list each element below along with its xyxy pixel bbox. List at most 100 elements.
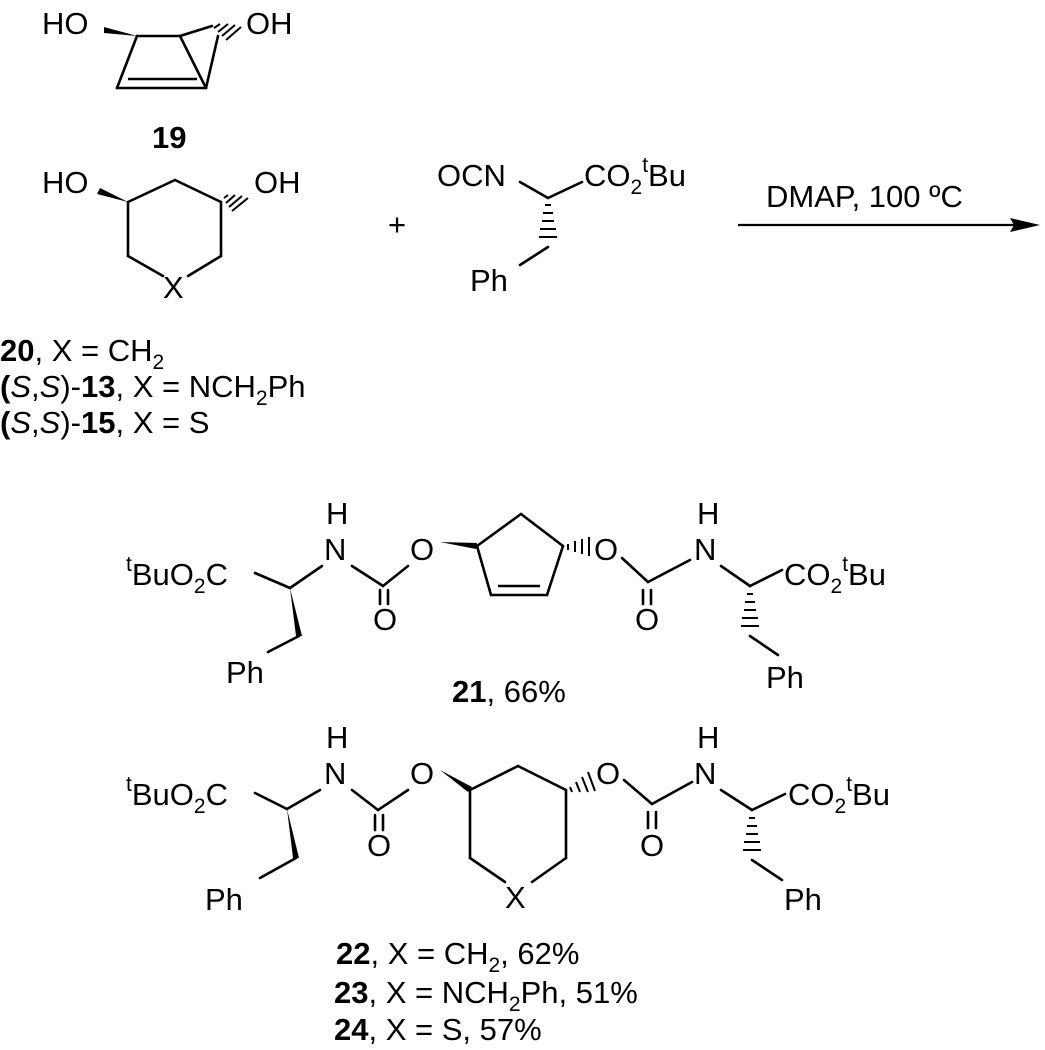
compound-20-structure: HO OH X xyxy=(42,165,301,305)
nh-n-label: N xyxy=(324,756,346,791)
ring-atom-x-label: X xyxy=(163,270,184,305)
carbonyl-o-label: O xyxy=(640,828,664,863)
caption-15: (S,S)-15, X = S xyxy=(0,405,209,440)
hash-bond xyxy=(567,537,590,556)
hash-bond xyxy=(213,23,242,41)
caption-stereo: S xyxy=(40,405,61,440)
sub-2: 2 xyxy=(194,575,206,598)
ph-label: Ph xyxy=(205,882,243,917)
ocn-label: OCN xyxy=(437,158,506,193)
ph-label: Ph xyxy=(766,660,804,695)
nh-h-label: H xyxy=(326,720,348,755)
caption-prefix-close: )- xyxy=(60,369,81,404)
buo-text: BuO xyxy=(132,777,194,812)
caption-text: , X = NCH xyxy=(115,369,255,404)
tbu-sup: t xyxy=(846,773,852,796)
compound-19-structure: HO OH 19 xyxy=(42,6,293,155)
caption-number: 15 xyxy=(81,405,115,440)
caption-text: , X = CH xyxy=(370,936,488,971)
caption-stereo: S xyxy=(40,369,61,404)
caption-13: (S,S)-13, X = NCH2Ph xyxy=(0,369,305,410)
compound-22-24-captions: 22, X = CH2, 62% 23, X = NCH2Ph, 51% 24,… xyxy=(334,936,638,1047)
caption-20: 20, X = CH2 xyxy=(0,333,164,374)
caption-subscript: 2 xyxy=(489,954,501,977)
hash-bond xyxy=(223,194,249,212)
hydroxyl-right-label: OH xyxy=(246,6,293,41)
caption-rest: , 62% xyxy=(500,936,579,971)
buo-text: BuO xyxy=(132,557,194,592)
caption-rest: Ph, 51% xyxy=(521,975,638,1010)
caption-text: , X = S xyxy=(115,405,209,440)
caption-text: , X = S xyxy=(368,1012,462,1047)
caption-number: 24 xyxy=(334,1012,369,1047)
caption-prefix-open: ( xyxy=(0,369,11,404)
compound-21-structure: tBuO2C Ph H N O O O O H xyxy=(126,496,886,709)
caption-stereo: S xyxy=(10,369,31,404)
ester-o-label: O xyxy=(410,532,434,567)
caption-number: 22 xyxy=(336,936,370,971)
carbonyl-o-label: O xyxy=(635,602,659,637)
caption-text: , X = NCH xyxy=(368,975,508,1010)
caption-21: 21, 66% xyxy=(452,674,566,709)
caption-stereo: S xyxy=(10,405,31,440)
nh-h-label: H xyxy=(326,496,348,531)
caption-subscript: 2 xyxy=(509,993,521,1016)
nh-h-label: H xyxy=(697,496,719,531)
caption-text: , X = CH xyxy=(34,333,152,368)
caption-prefix-open: ( xyxy=(0,405,11,440)
right-ester-label: CO2tBu xyxy=(784,553,886,598)
ph-label: Ph xyxy=(784,882,822,917)
nh-n-label: N xyxy=(694,756,716,791)
caption-rest: Ph xyxy=(268,369,306,404)
reaction-arrow: DMAP, 100 ºC xyxy=(738,179,1040,232)
isocyanate-structure: OCN CO2tBu Ph xyxy=(437,154,686,298)
caption-rest: , 57% xyxy=(462,1012,541,1047)
ring-atom-x-label: X xyxy=(505,880,526,915)
carbonyl-o-label: O xyxy=(373,602,397,637)
caption-23: 23, X = NCH2Ph, 51% xyxy=(334,975,638,1016)
compound-19-number: 19 xyxy=(152,120,186,155)
bu-text: Bu xyxy=(852,777,890,812)
caption-number: 23 xyxy=(334,975,368,1010)
hydroxyl-right-label: OH xyxy=(254,165,301,200)
c-text: C xyxy=(206,777,228,812)
compound-22-24-structure: tBuO2C Ph H N O O X O O H xyxy=(126,720,890,917)
caption-comma: , xyxy=(31,405,40,440)
arrow-head xyxy=(1010,218,1040,232)
hash-bond xyxy=(743,817,761,851)
hash-bond xyxy=(539,204,557,238)
ester-o-label: O xyxy=(594,532,618,567)
wedge-bond xyxy=(104,27,137,36)
ester-sub: 2 xyxy=(631,176,643,199)
ester-sup: t xyxy=(642,154,648,177)
sub-2: 2 xyxy=(194,795,206,818)
tbu-sup: t xyxy=(126,773,132,796)
caption-22: 22, X = CH2, 62% xyxy=(336,936,579,977)
caption-number: 13 xyxy=(81,369,115,404)
caption-yield: , 66% xyxy=(486,674,565,709)
right-ester-label: CO2tBu xyxy=(788,773,890,818)
reaction-conditions: DMAP, 100 ºC xyxy=(766,179,963,214)
hydroxyl-left-label: HO xyxy=(42,6,89,41)
co-text: CO xyxy=(788,777,835,812)
ester-label: CO2tBu xyxy=(584,154,686,199)
sub-2: 2 xyxy=(835,795,847,818)
caption-number: 21 xyxy=(452,674,486,709)
c-text: C xyxy=(206,557,228,592)
wedge-bond xyxy=(287,809,299,858)
sub-2: 2 xyxy=(831,575,843,598)
caption-subscript: 2 xyxy=(256,387,268,410)
bu-text: Bu xyxy=(848,557,886,592)
wedge-bond xyxy=(440,542,477,549)
ph-label: Ph xyxy=(470,263,508,298)
tbu-sup: t xyxy=(842,553,848,576)
wedge-bond xyxy=(440,770,472,792)
nh-h-label: H xyxy=(697,720,719,755)
left-ester-label: tBuO2C xyxy=(126,553,228,598)
caption-prefix-close: )- xyxy=(60,405,81,440)
tbu-sup: t xyxy=(126,553,132,576)
ester-o-label: O xyxy=(410,756,434,791)
caption-number: 20 xyxy=(0,333,34,368)
ester-tail: Bu xyxy=(648,158,686,193)
